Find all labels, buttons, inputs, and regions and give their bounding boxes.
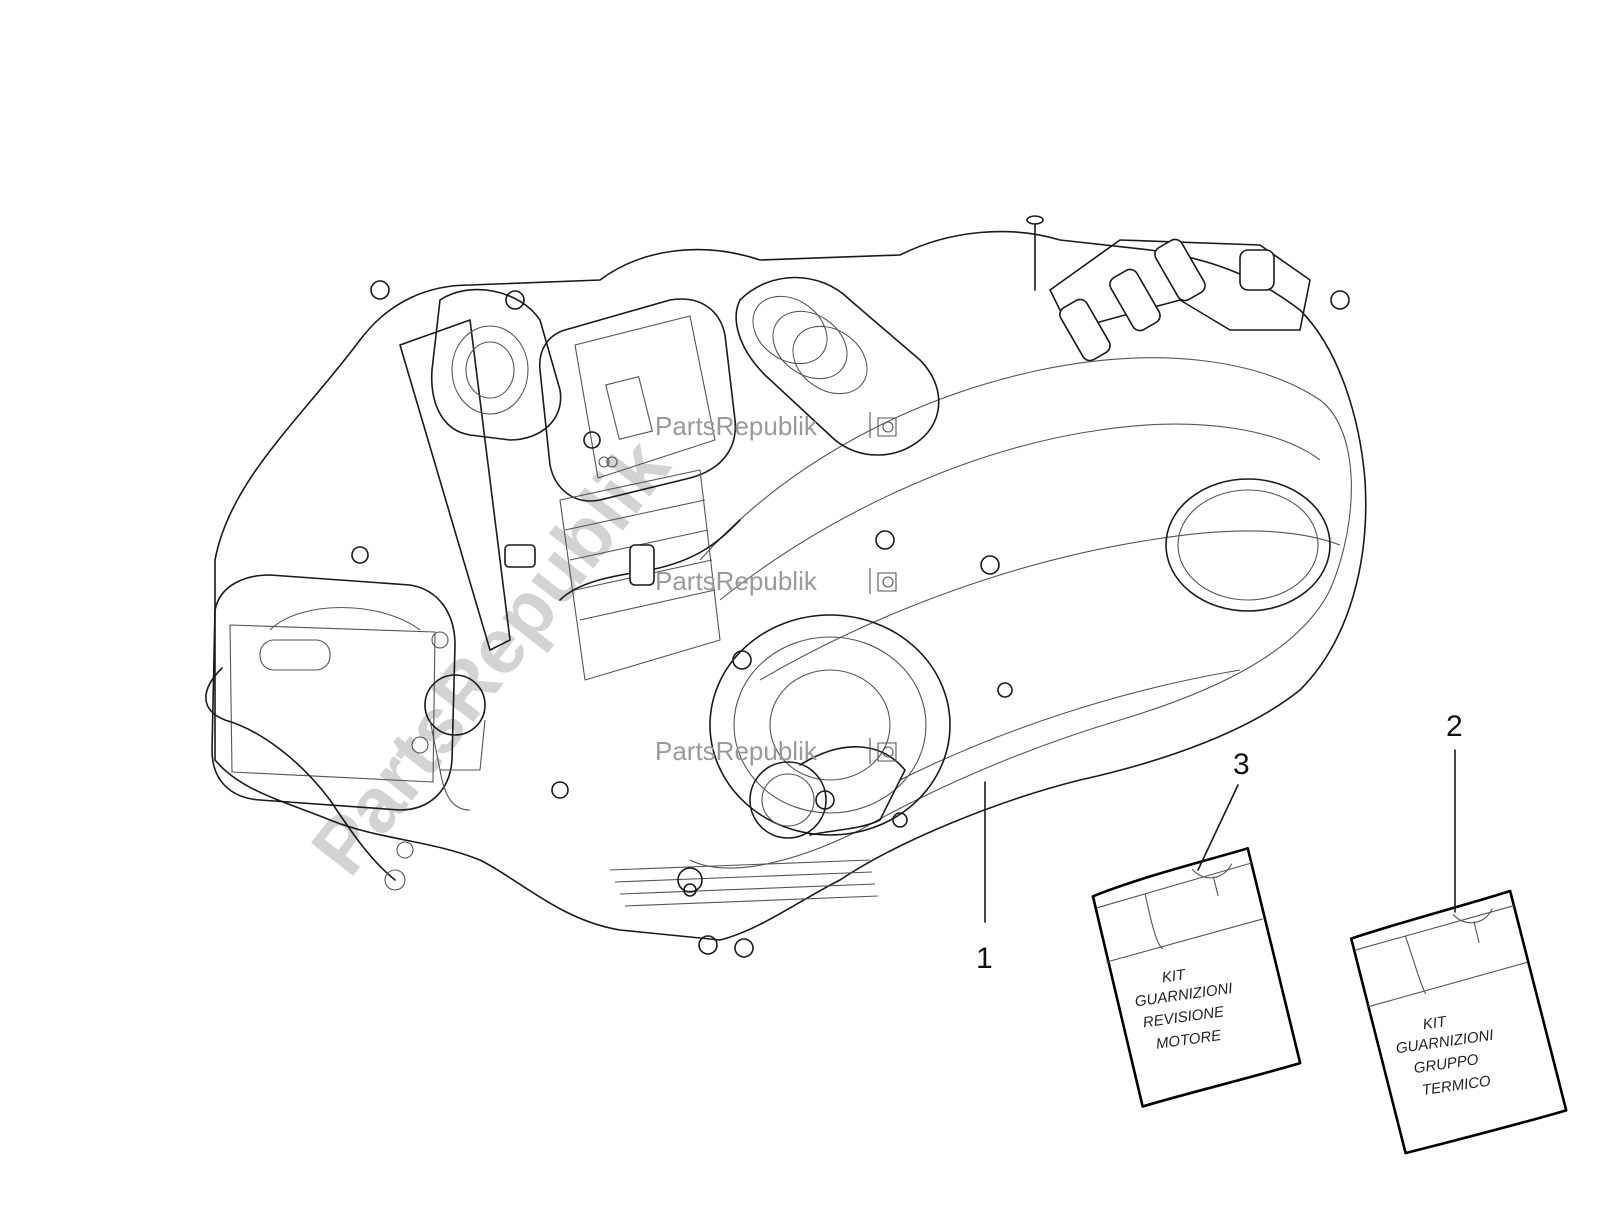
svg-text:PartsRepublik: PartsRepublik <box>655 566 818 596</box>
kit2-line-3: GRUPPO <box>1413 1051 1480 1077</box>
watermark-small-1: PartsRepublik <box>655 411 897 441</box>
ecu-module <box>539 298 737 502</box>
throttle-body <box>430 288 562 441</box>
kit3-line-4: MOTORE <box>1155 1027 1223 1053</box>
gasket-kit-revisione-motore[interactable]: KIT GUARNIZIONI REVISIONE MOTORE <box>1089 845 1303 1109</box>
bolts <box>351 280 1350 958</box>
callout-1[interactable]: 1 <box>976 781 993 975</box>
kit2-line-2: GUARNIZIONI <box>1395 1027 1495 1058</box>
svg-text:3: 3 <box>1233 748 1250 781</box>
svg-text:PartsRepublik: PartsRepublik <box>655 411 818 441</box>
svg-text:2: 2 <box>1446 710 1463 743</box>
gasket-kit-gruppo-termico[interactable]: KIT GUARNIZIONI GRUPPO TERMICO <box>1348 888 1569 1157</box>
engine-assembly[interactable] <box>205 215 1367 958</box>
callout-2[interactable]: 2 <box>1446 710 1463 913</box>
kit2-line-1: KIT <box>1422 1013 1449 1033</box>
svg-text:PartsRepublik: PartsRepublik <box>655 736 818 766</box>
cvt-inspection-cover <box>1165 478 1331 612</box>
callout-3[interactable]: 3 <box>1197 748 1250 871</box>
watermark-small-3: PartsRepublik <box>655 736 897 766</box>
svg-text:1: 1 <box>976 942 993 975</box>
kit3-line-1: KIT <box>1161 966 1188 986</box>
watermark-small-2: PartsRepublik <box>655 566 897 596</box>
kit2-line-4: TERMICO <box>1421 1073 1492 1100</box>
intake-hose <box>735 276 940 456</box>
rear-mount-bracket <box>1026 215 1311 362</box>
